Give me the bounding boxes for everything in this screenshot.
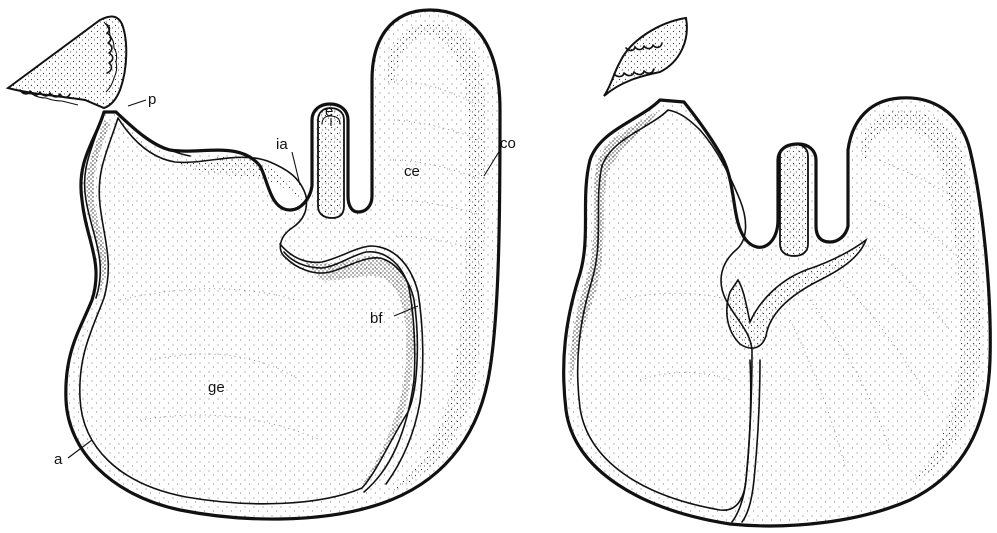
label-ia: ia <box>276 136 288 153</box>
right-esophageal-tube <box>780 144 808 256</box>
label-co: co <box>500 135 516 152</box>
label-ge: ge <box>208 379 225 396</box>
label-a: a <box>54 451 63 468</box>
label-ce: ce <box>404 163 420 180</box>
label-e: e <box>325 103 333 120</box>
label-bf: bf <box>370 310 383 327</box>
label-p: p <box>148 91 156 108</box>
right-stomach-drawing <box>564 18 991 526</box>
left-stomach-drawing <box>8 10 500 519</box>
right-funnel <box>604 18 687 96</box>
